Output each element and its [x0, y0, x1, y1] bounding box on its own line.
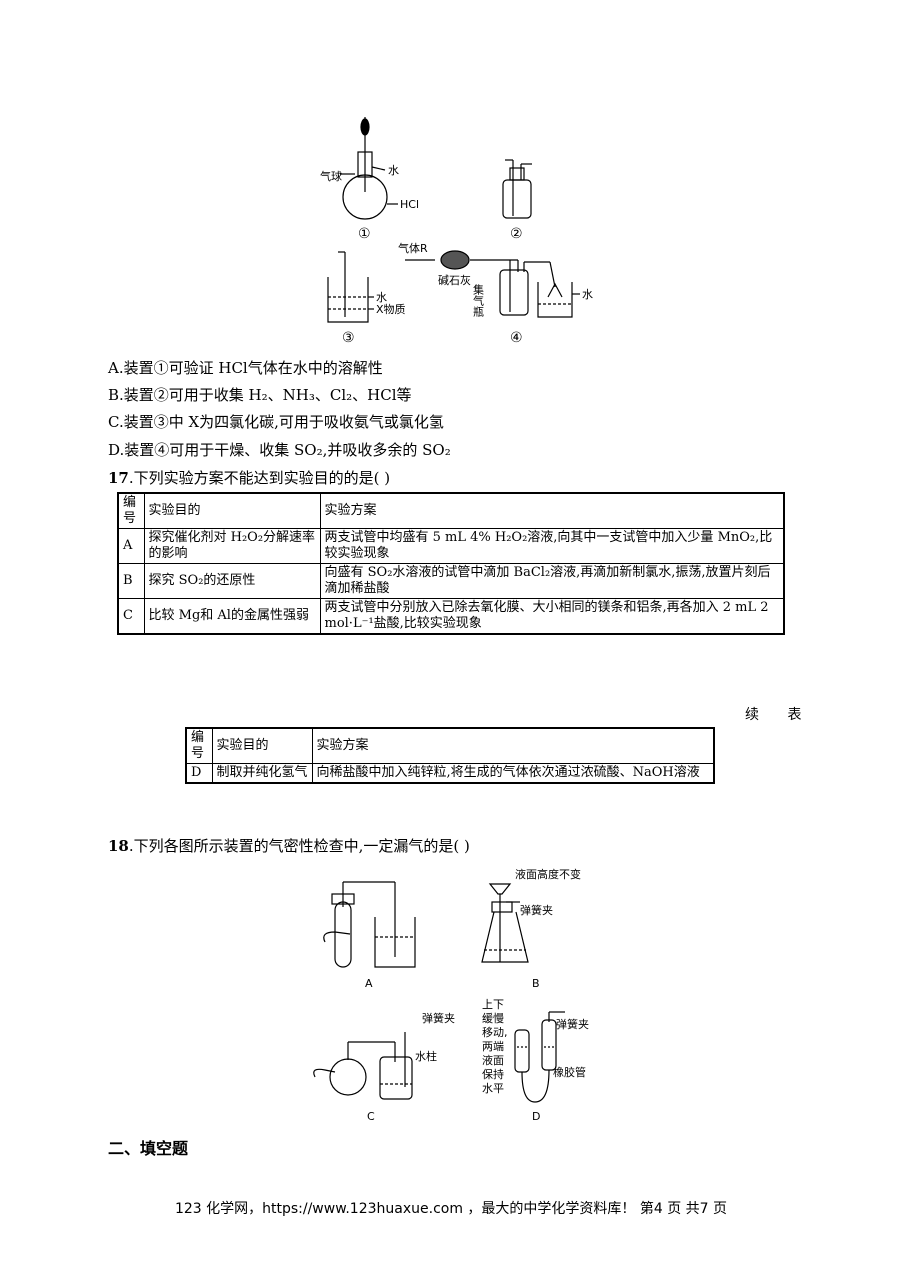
- table-row: D 制取并纯化氢气 向稀盐酸中加入纯锌粒,将生成的气体依次通过浓硫酸、NaOH溶…: [185, 763, 715, 784]
- q18-d-move-5: 液面: [482, 1053, 504, 1067]
- q18-b-level-label: 液面高度不变: [515, 867, 581, 881]
- table-header-row: 编号 实验目的 实验方案: [185, 727, 715, 764]
- q18-d-move-4: 两端: [482, 1040, 504, 1053]
- table-cell: 两支试管中均盛有 5 mL 4% H₂O₂溶液,向其中一支试管中加入少量 MnO…: [319, 528, 785, 564]
- table-header-cell: 实验目的: [211, 727, 313, 764]
- q16-sodalime-label: 碱石灰: [438, 273, 471, 287]
- table-cell: 比较 Mg和 Al的金属性强弱: [143, 598, 321, 635]
- table-cell: 两支试管中分别放入已除去氧化膜、大小相同的镁条和铝条,再各加入 2 mL 2 m…: [319, 598, 785, 635]
- q18-d-tube-label: 橡胶管: [553, 1065, 586, 1079]
- q16-n3: ③: [342, 330, 355, 346]
- q17-stem: 17.下列实验方案不能达到实验目的的是( ): [108, 468, 390, 488]
- q17-table-1: 编号 实验目的 实验方案 A 探究催化剂对 H₂O₂分解速率的影响 两支试管中均…: [117, 492, 785, 635]
- table-header-cell: 编号: [185, 727, 213, 764]
- table-cell: D: [185, 763, 213, 784]
- q18-c-clamp-label: 弹簧夹: [422, 1011, 455, 1025]
- table-cell: 向盛有 SO₂水溶液的试管中滴加 BaCl₂溶液,再滴加新制氯水,振荡,放置片刻…: [319, 563, 785, 599]
- q16-water3-label: 水: [376, 291, 387, 304]
- q16-option-d: D.装置④可用于干燥、收集 SO₂,并吸收多余的 SO₂: [108, 441, 451, 459]
- q16-option-a: A.装置①可验证 HCl气体在水中的溶解性: [108, 359, 383, 377]
- q18-d-move-6: 保持: [482, 1067, 504, 1081]
- q16-n1: ①: [358, 226, 371, 242]
- q16-hcl-label: HCl: [400, 198, 419, 211]
- q18-c-column-label: 水柱: [415, 1049, 437, 1063]
- q16-figure: 气球 水 HCl ① ② 水 X物质 ③ 气体R 碱石灰 集气瓶 水 ④: [310, 112, 630, 352]
- q18-label-d: D: [532, 1110, 540, 1123]
- q18-stem: 18.下列各图所示装置的气密性检查中,一定漏气的是( ): [108, 836, 470, 856]
- q17-stem-text: .下列实验方案不能达到实验目的的是( ): [128, 469, 391, 487]
- q18-number: 18: [108, 837, 129, 855]
- continued-label: 续 表: [745, 707, 814, 723]
- q16-x-label: X物质: [376, 302, 406, 316]
- table-header-cell: 实验方案: [311, 727, 715, 764]
- q16-water4-label: 水: [582, 288, 593, 301]
- page-footer: 123 化学网，https://www.123huaxue.com ，最大的中学…: [174, 1201, 728, 1217]
- q17-table-2: 编号 实验目的 实验方案 D 制取并纯化氢气 向稀盐酸中加入纯锌粒,将生成的气体…: [185, 727, 715, 784]
- q16-gasR-label: 气体R: [398, 241, 428, 255]
- table-row: A 探究催化剂对 H₂O₂分解速率的影响 两支试管中均盛有 5 mL 4% H₂…: [117, 528, 785, 564]
- q16-option-b: B.装置②可用于收集 H₂、NH₃、Cl₂、HCl等: [108, 386, 412, 404]
- q16-water1-label: 水: [388, 164, 399, 177]
- table-cell: A: [117, 528, 145, 564]
- table-cell: 制取并纯化氢气: [211, 763, 313, 784]
- q18-d-clamp-label: 弹簧夹: [556, 1017, 589, 1031]
- q16-balloon-label: 气球: [320, 169, 342, 183]
- q16-n4: ④: [510, 330, 523, 346]
- q18-d-move-1: 上下: [482, 998, 504, 1011]
- q18-b-clamp-label: 弹簧夹: [520, 903, 553, 917]
- table-row: C 比较 Mg和 Al的金属性强弱 两支试管中分别放入已除去氧化膜、大小相同的镁…: [117, 598, 785, 635]
- q18-figure: A B 液面高度不变 弹簧夹 C 弹簧夹 水柱 D 弹簧夹 上下 缓慢 移动, …: [310, 862, 610, 1127]
- q16-option-c: C.装置③中 X为四氯化碳,可用于吸收氨气或氯化氢: [108, 413, 444, 431]
- q18-label-b: B: [532, 977, 540, 990]
- q17-number: 17: [108, 469, 129, 487]
- q18-d-move-7: 水平: [482, 1082, 504, 1095]
- q18-stem-text: .下列各图所示装置的气密性检查中,一定漏气的是( ): [128, 837, 470, 855]
- table-cell: C: [117, 598, 145, 635]
- table-cell: 探究 SO₂的还原性: [143, 563, 321, 599]
- table-header-cell: 实验目的: [143, 492, 321, 529]
- q18-d-move-2: 缓慢: [482, 1012, 504, 1025]
- q18-label-a: A: [365, 977, 373, 990]
- table-header-row: 编号 实验目的 实验方案: [117, 492, 785, 529]
- table-header-cell: 编号: [117, 492, 145, 529]
- table-cell: B: [117, 563, 145, 599]
- table-cell: 向稀盐酸中加入纯锌粒,将生成的气体依次通过浓硫酸、NaOH溶液: [311, 763, 715, 784]
- table-header-cell: 实验方案: [319, 492, 785, 529]
- q16-n2: ②: [510, 226, 523, 242]
- q18-d-move-3: 移动,: [482, 1026, 508, 1039]
- section-heading: 二、填空题: [108, 1139, 189, 1158]
- table-row: B 探究 SO₂的还原性 向盛有 SO₂水溶液的试管中滴加 BaCl₂溶液,再滴…: [117, 563, 785, 599]
- q18-label-c: C: [367, 1110, 375, 1123]
- table-cell: 探究催化剂对 H₂O₂分解速率的影响: [143, 528, 321, 564]
- q16-bottle-label: 集气瓶: [472, 283, 485, 317]
